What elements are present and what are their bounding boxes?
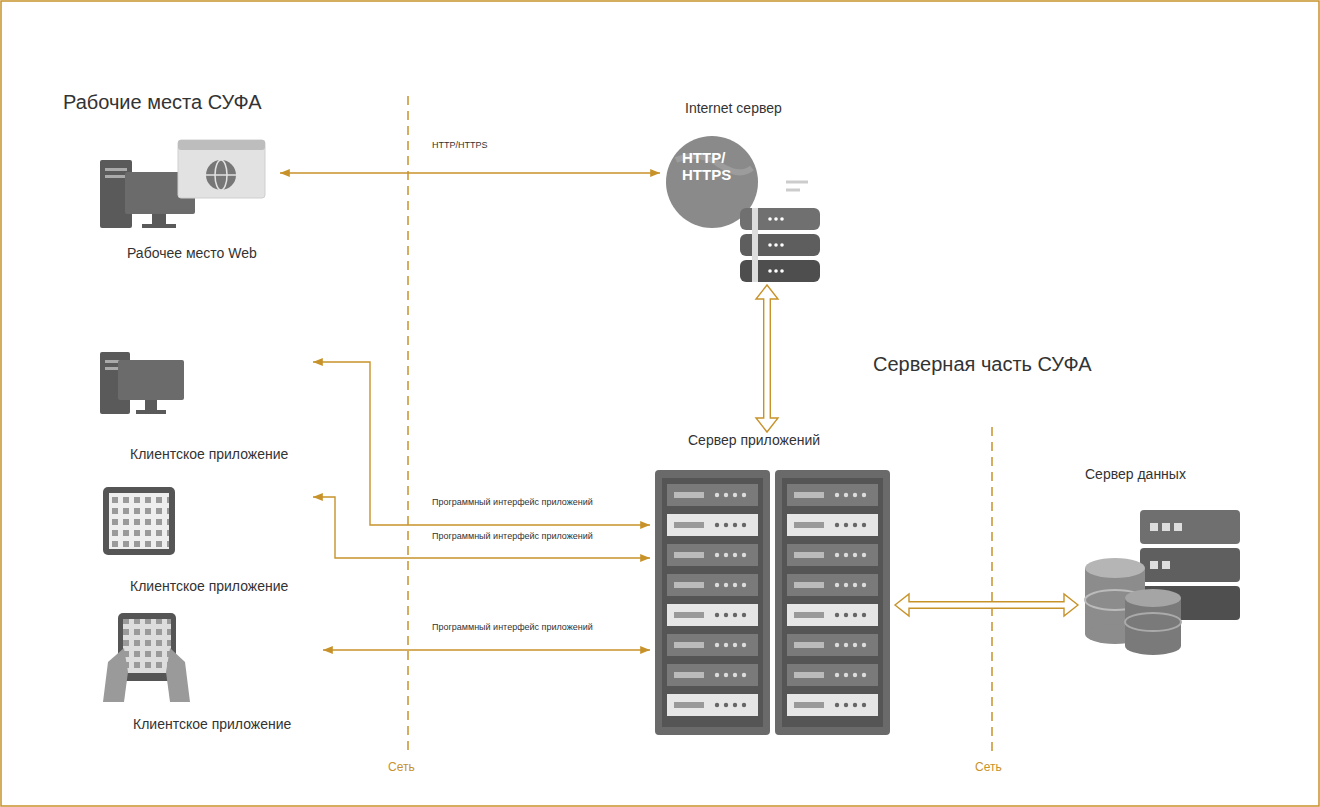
node-caption: Клиентское приложение [133, 716, 291, 733]
tablet-icon [103, 487, 175, 555]
label: Рабочие места СУФА [63, 90, 262, 114]
node-caption: Сервер приложений [688, 432, 820, 449]
icon-node: Клиентское приложение [98, 480, 313, 595]
connector [313, 497, 650, 558]
arrow-head [756, 285, 778, 299]
network-line [407, 96, 409, 755]
arrow-head [756, 418, 778, 432]
connector-label: Программный интерфейс приложений [430, 622, 595, 633]
connector-line [313, 362, 650, 525]
connector [323, 650, 650, 651]
icon-node: Internet сервер [660, 100, 840, 285]
node-caption: Internet сервер [685, 100, 782, 117]
connector-line [280, 172, 660, 173]
connector [280, 173, 660, 174]
label: HTTP/ HTTPS [682, 150, 744, 183]
data-server-icon [1085, 510, 1240, 655]
application-server-icon [655, 470, 890, 735]
icon-node: Сервер приложений [650, 432, 895, 740]
connector-label: Программный интерфейс приложений [430, 497, 595, 508]
label: Сеть [388, 760, 415, 774]
connector [756, 285, 778, 432]
handheld-tablet-icon [103, 613, 190, 702]
web-workstation-icon [100, 140, 265, 228]
node-caption: Рабочее место Web [127, 245, 257, 262]
node-caption: Сервер данных [1085, 466, 1186, 483]
connector-line [323, 649, 650, 650]
connector-label: Программный интерфейс приложений [430, 531, 595, 542]
connector-line [313, 497, 650, 558]
icon-node: Рабочее место Web [95, 140, 280, 262]
arrow-head [1064, 594, 1078, 616]
connector-label: HTTP/HTTPS [430, 140, 490, 151]
connector [313, 362, 650, 525]
connector [895, 594, 1078, 616]
icon-node: Сервер данных [1078, 466, 1248, 651]
arrow-head [895, 594, 909, 616]
node-caption: Клиентское приложение [130, 578, 288, 595]
label: Серверная часть СУФА [873, 352, 1092, 376]
label: Сеть [975, 760, 1002, 774]
internet-server-icon [666, 136, 820, 282]
node-caption: Клиентское приложение [130, 446, 288, 463]
connector-inner [908, 602, 1066, 607]
connector-inner [764, 298, 769, 420]
network-line [991, 427, 993, 755]
icon-node: Клиентское приложение [98, 608, 323, 733]
icon-node: Клиентское приложение [98, 345, 313, 463]
desktop-icon [100, 352, 184, 414]
